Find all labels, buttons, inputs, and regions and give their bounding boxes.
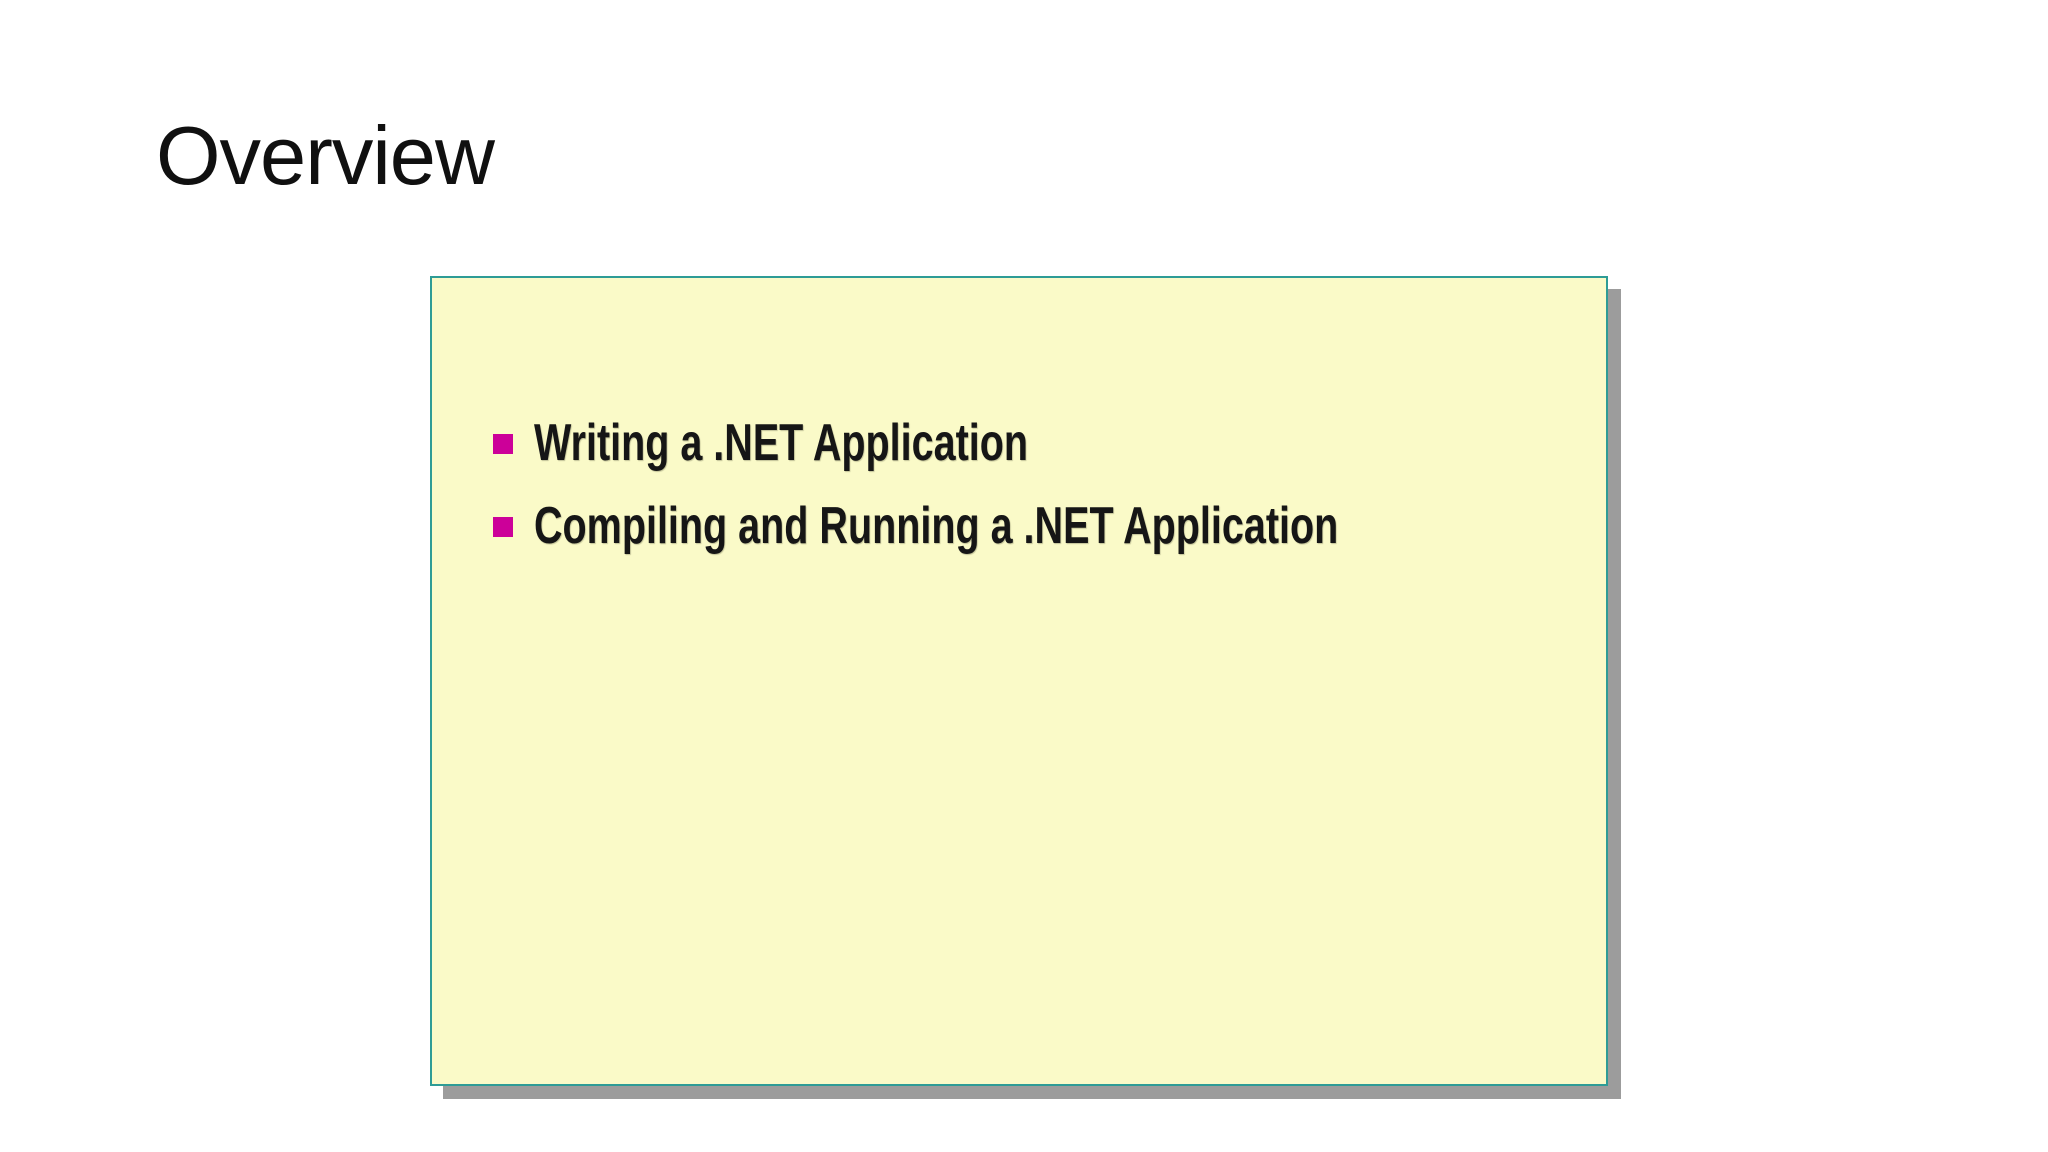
slide-title: Overview xyxy=(156,109,495,202)
content-panel: Writing a .NET Application Compiling and… xyxy=(430,276,1608,1086)
bullet-list: Writing a .NET Application Compiling and… xyxy=(493,414,1592,557)
bullet-item: Writing a .NET Application xyxy=(493,414,1592,474)
bullet-square-icon xyxy=(493,516,513,537)
bullet-item: Compiling and Running a .NET Application xyxy=(493,497,1592,557)
bullet-label: Compiling and Running a .NET Application xyxy=(534,496,1339,555)
bullet-label: Writing a .NET Application xyxy=(534,414,1028,472)
bullet-square-icon xyxy=(493,433,513,454)
